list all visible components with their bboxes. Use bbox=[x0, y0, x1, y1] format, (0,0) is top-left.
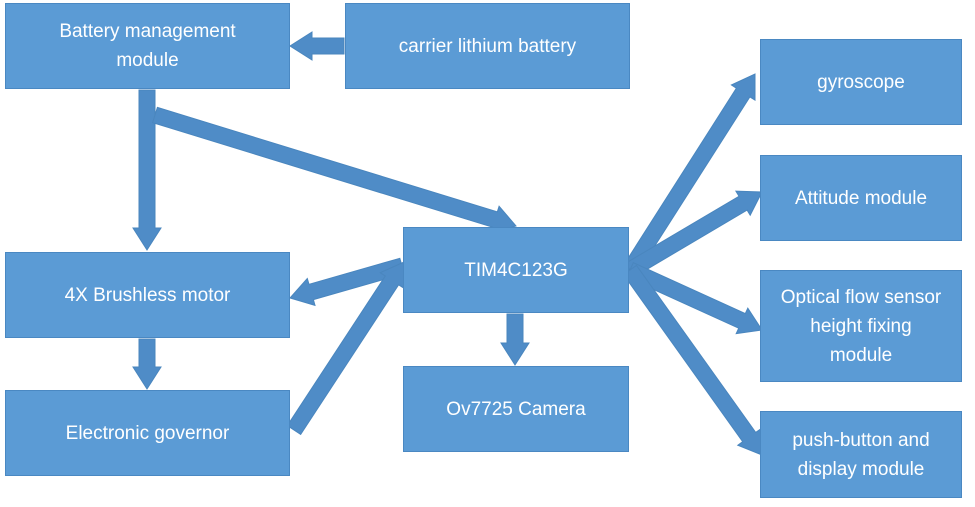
arrow-mcu-to-attitude bbox=[625, 190, 763, 278]
arrow-battery-to-management bbox=[289, 31, 345, 61]
optical-flow-sensor-label: Optical flow sensor height fixing module bbox=[780, 286, 942, 366]
arrow-mcu-to-gyroscope bbox=[622, 73, 756, 275]
attitude-module-label: Attitude module bbox=[794, 187, 928, 209]
microcontroller-box: TIM4C123G bbox=[403, 227, 629, 313]
gyroscope-box: gyroscope bbox=[760, 39, 962, 125]
microcontroller-label: TIM4C123G bbox=[464, 259, 568, 281]
carrier-lithium-battery-label: carrier lithium battery bbox=[398, 35, 577, 57]
attitude-module-box: Attitude module bbox=[760, 155, 962, 241]
battery-management-module-label: Battery management module bbox=[59, 21, 236, 71]
camera-box: Ov7725 Camera bbox=[403, 366, 629, 452]
arrow-mcu-to-camera bbox=[500, 313, 530, 366]
arrow-management-to-motor bbox=[132, 89, 162, 251]
electronic-governor-box: Electronic governor bbox=[5, 390, 290, 476]
arrow-governor-to-mcu bbox=[286, 261, 405, 436]
optical-flow-sensor-box: Optical flow sensor height fixing module bbox=[760, 270, 962, 382]
arrow-management-to-mcu bbox=[151, 106, 517, 234]
battery-management-module-box: Battery management module bbox=[5, 3, 290, 89]
push-button-display-label: push-button and display module bbox=[792, 429, 930, 480]
brushless-motor-box: 4X Brushless motor bbox=[5, 252, 290, 338]
arrow-mcu-to-optical-flow bbox=[626, 262, 763, 335]
brushless-motor-label: 4X Brushless motor bbox=[64, 284, 231, 306]
arrow-motor-to-governor bbox=[132, 338, 162, 390]
gyroscope-label: gyroscope bbox=[817, 71, 905, 93]
carrier-lithium-battery-box: carrier lithium battery bbox=[345, 3, 630, 89]
electronic-governor-label: Electronic governor bbox=[65, 422, 230, 444]
camera-label: Ov7725 Camera bbox=[446, 398, 586, 420]
push-button-display-box: push-button and display module bbox=[760, 411, 962, 498]
